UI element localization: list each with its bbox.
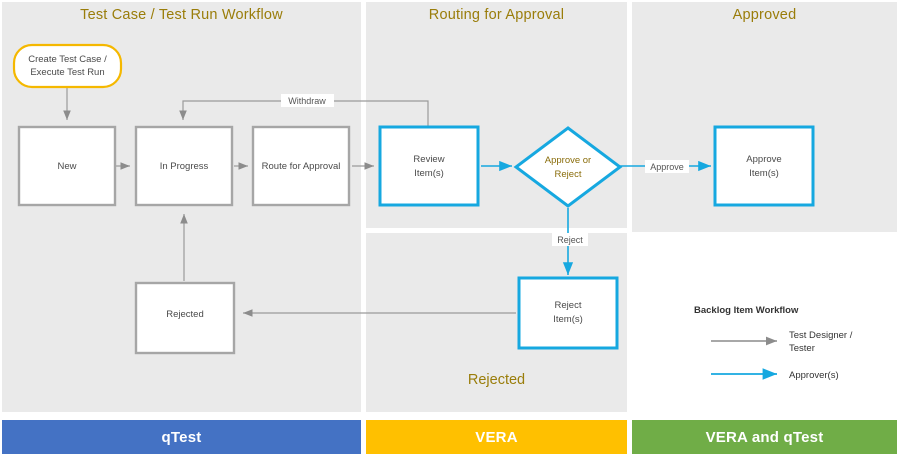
node-review-items[interactable]: Review Item(s): [378, 125, 480, 207]
node-approve-or-reject-decision[interactable]: Approve or Reject: [513, 126, 623, 208]
lane-title-left: Test Case / Test Run Workflow: [80, 7, 283, 23]
edge-label-approve-text: Approve: [650, 162, 684, 172]
node-review-items-line2: Item(s): [414, 168, 444, 179]
node-new-label: New: [57, 161, 76, 172]
legend-item-test-designer-line1: Test Designer /: [789, 330, 853, 341]
footer-bar-vera-and-qtest-label: VERA and qTest: [705, 428, 824, 446]
node-route-for-approval[interactable]: Route for Approval: [251, 125, 351, 207]
footer-bar-vera-label: VERA: [475, 428, 518, 446]
node-reject-items[interactable]: Reject Item(s): [517, 276, 619, 350]
node-approve-or-reject-line2: Reject: [555, 169, 582, 180]
node-in-progress[interactable]: In Progress: [134, 125, 234, 207]
node-route-for-approval-label: Route for Approval: [262, 161, 341, 172]
node-reject-items-line2: Item(s): [553, 314, 583, 325]
node-reject-items-line1: Reject: [555, 300, 582, 311]
footer-bar-qtest-label: qTest: [161, 428, 202, 446]
footer-bar-vera-and-qtest: VERA and qTest: [632, 420, 897, 454]
legend-item-approver-line1: Approver(s): [789, 370, 839, 381]
legend-item-test-designer-line2: Tester: [789, 343, 815, 354]
node-review-items-line1: Review: [413, 154, 444, 165]
node-in-progress-label: In Progress: [160, 161, 209, 172]
node-create-test-case-line1: Create Test Case /: [28, 54, 107, 65]
edge-label-reject-text: Reject: [557, 235, 583, 245]
edge-label-reject: Reject: [552, 233, 588, 246]
legend: Backlog Item Workflow Test Designer / Te…: [694, 305, 853, 381]
edge-label-approve: Approve: [645, 160, 689, 173]
legend-item-test-designer: Test Designer / Tester: [711, 330, 853, 354]
rejected-section-caption: Rejected: [467, 372, 526, 388]
edge-label-withdraw-text: Withdraw: [288, 96, 326, 106]
legend-item-approver: Approver(s): [711, 368, 839, 381]
lane-title-middle: Routing for Approval: [428, 7, 565, 23]
node-approve-items-line1: Approve: [746, 154, 781, 165]
footer-bar-qtest: qTest: [2, 420, 361, 454]
lane-title-right: Approved: [732, 7, 797, 23]
node-create-test-case[interactable]: Create Test Case / Execute Test Run: [12, 43, 123, 89]
node-approve-items[interactable]: Approve Item(s): [713, 125, 815, 207]
node-create-test-case-line2: Execute Test Run: [30, 67, 104, 78]
node-rejected[interactable]: Rejected: [134, 281, 236, 355]
legend-title: Backlog Item Workflow: [694, 305, 799, 316]
footer-bar-vera: VERA: [366, 420, 627, 454]
node-approve-or-reject-line1: Approve or: [545, 155, 591, 166]
edge-label-withdraw: Withdraw: [281, 94, 334, 107]
node-rejected-label: Rejected: [166, 309, 204, 320]
node-new[interactable]: New: [17, 125, 117, 207]
node-approve-items-line2: Item(s): [749, 168, 779, 179]
